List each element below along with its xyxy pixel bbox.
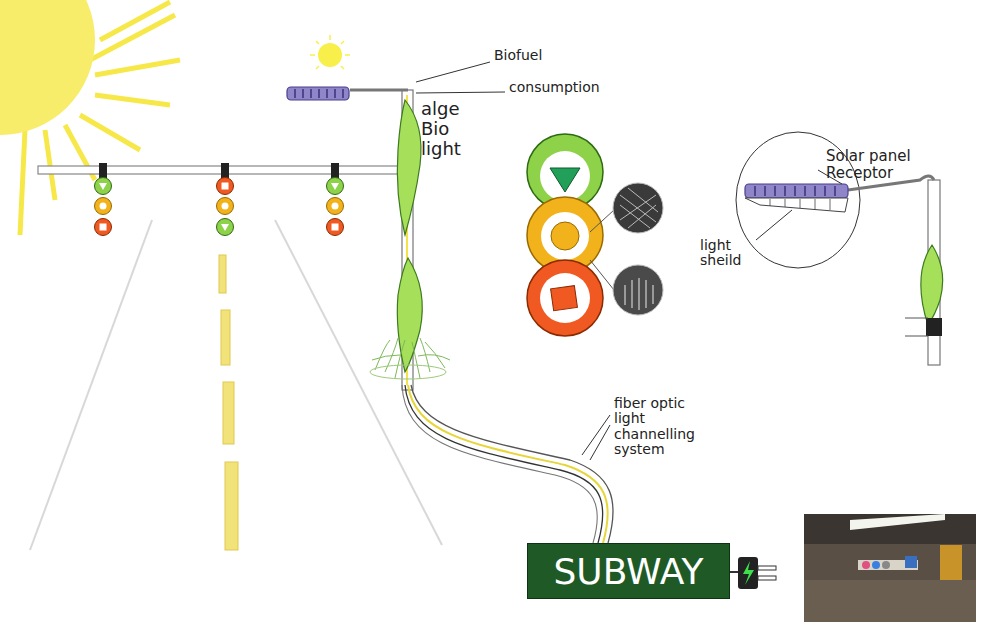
fiber-cables [402, 385, 613, 543]
sun [0, 0, 180, 235]
annotation-label: Solar panel Receptor [826, 148, 926, 181]
road [30, 220, 442, 550]
lamp-detail [736, 132, 943, 365]
plug-icon [728, 557, 776, 589]
annotation-label: fiber optic light channelling system [614, 396, 714, 458]
sign-text: SUBWAY [553, 551, 703, 592]
sign-box: SUBWAY [527, 543, 730, 599]
signal-detail [527, 134, 663, 336]
subway-photo [804, 514, 976, 622]
annotation-label: consumption [509, 80, 619, 95]
annotation-label: light sheild [700, 238, 755, 269]
traffic-lights [95, 163, 344, 236]
annotation-label: Biofuel [494, 48, 584, 63]
annotation-label: alge Bio light [421, 99, 473, 158]
lamp-pole [287, 35, 450, 390]
leader-lines [416, 62, 842, 460]
